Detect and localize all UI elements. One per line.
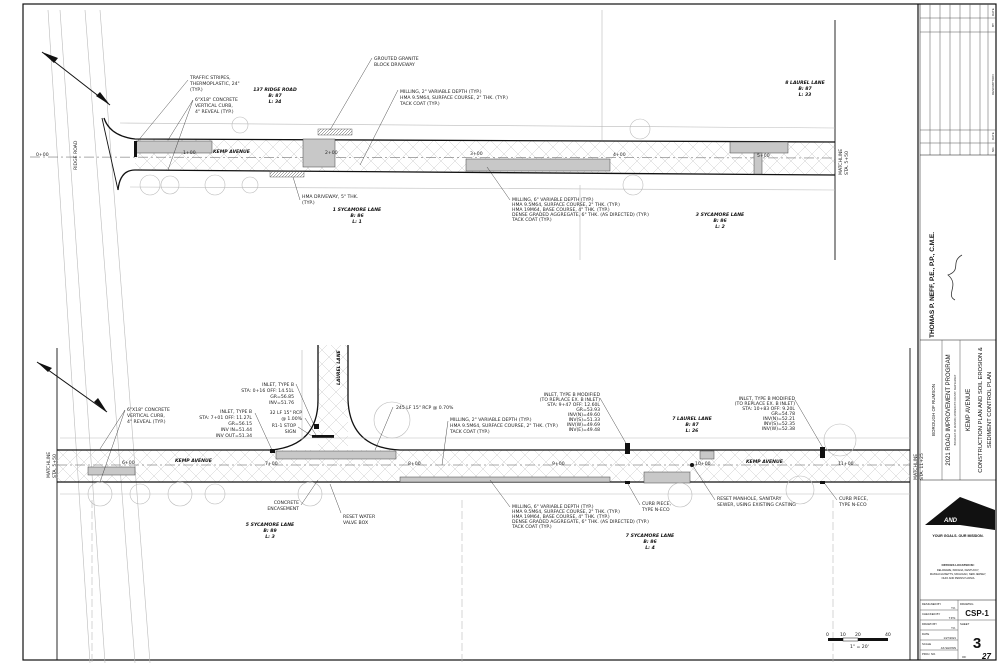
station-label: 6+00 xyxy=(122,460,135,466)
company-logo: AND YOUR GOALS. OUR MISSION. xyxy=(925,497,995,538)
station-label: 9+00 xyxy=(552,461,565,467)
drawing-text: OF xyxy=(962,655,966,659)
drawing-text: 1" = 20' xyxy=(850,644,869,650)
note-rcp-245lf: 245 LF 15" RCP @ 0.70% xyxy=(396,405,454,411)
drawing-text: BY xyxy=(991,23,995,27)
drawing-text: 0 xyxy=(826,632,829,638)
drawing-text: T.K. xyxy=(951,606,956,610)
side-street-label: LAUREL LANE xyxy=(336,349,342,385)
drawing-text: DRAWN BY xyxy=(922,622,937,626)
street-name: KEMP AVENUE xyxy=(966,389,972,431)
drawing-text: DELAWARE, INDIANA, KENTUCKY,MASSACHUSETT… xyxy=(930,568,986,580)
note-milling-6in: MILLING, 6" VARIABLE DEPTH (TYP.)HMA 9.5… xyxy=(511,197,649,223)
drawing-text: AS SHOWN xyxy=(941,646,956,650)
total-sheets: 27 xyxy=(981,652,991,661)
cross-street-label: RIDGE ROAD xyxy=(73,140,79,170)
sheet-border xyxy=(22,3,997,661)
matchline-label: MATCHLINESTA. 5+50 xyxy=(838,149,850,175)
note-traffic-stripes: TRAFFIC STRIPES,THERMOPLASTIC, 24"(TYP.) xyxy=(189,75,240,93)
drawing-text: CHECKED BY xyxy=(922,612,940,616)
drawing-text: PROJ. NO. xyxy=(922,652,936,656)
drawing-text: 10 xyxy=(840,632,846,638)
drawing-text: DATE xyxy=(991,8,995,16)
company-tagline: YOUR GOALS. OUR MISSION. xyxy=(932,534,983,538)
sheet-number: 3 xyxy=(973,635,981,652)
station-label: 0+00 xyxy=(36,152,49,158)
drawing-text: SHEET xyxy=(960,622,970,626)
drawing-text: BOROUGH OF RUMSON xyxy=(931,384,936,436)
note-milling-2in: MILLING, 2" VARIABLE DEPTH (TYP.)HMA 9.5… xyxy=(449,417,558,435)
road-label: KEMP AVENUE xyxy=(746,459,784,465)
drawing-text: 20 xyxy=(855,632,861,638)
station-label: 8+00 xyxy=(408,461,421,467)
drawing-text: DATE xyxy=(991,132,995,140)
drawing-text: OFFICES LOCATED IN: xyxy=(942,563,975,567)
note-hma-driveway: HMA DRIVEWAY, 5" THK.(TYP.) xyxy=(302,194,358,206)
note-rcp-32lf: 32 LF 15" RCP@ 1.00% xyxy=(270,410,303,422)
drawing-text: DESIGNED BY xyxy=(922,602,941,606)
station-label: 3+00 xyxy=(470,151,483,157)
plan-bottom: 6+00 7+00 8+00 9+00 10+00 11+00 KEMP AVE… xyxy=(36,345,925,663)
matchline-right: MATCHLINESTA. 11+25 xyxy=(913,453,925,480)
plan-top: 0+00 1+00 2+00 3+00 4+00 5+00 KEMP AVENU… xyxy=(29,9,850,663)
drawing-text: SCALE xyxy=(922,642,931,646)
drawing-text: DATE xyxy=(922,632,929,636)
engineer-name: THOMAS P. NEFF, P.E., P.P., C.M.E. xyxy=(929,232,936,338)
station-label: 7+00 xyxy=(265,461,278,467)
scale-bar: 0 10 20 40 1" = 20' xyxy=(826,632,891,650)
station-label: 1+00 xyxy=(183,150,196,156)
drawing-text: 1/27/2021 xyxy=(944,636,957,640)
road-label: KEMP AVENUE xyxy=(175,458,213,464)
station-label: 2+00 xyxy=(325,150,338,156)
sheet-info-fields: DESIGNED BY T.K. CHECKED BY T.P.N. DRAWN B… xyxy=(922,602,956,656)
drawing-text: SEDIMENT CONTROL PLAN xyxy=(987,372,993,448)
engineer-signature xyxy=(947,254,963,301)
note-inlet-9-47: INLET, TYPE B MODIFIED(TO REPLACE EX. B … xyxy=(540,392,601,433)
drawing-text: T.K. xyxy=(951,626,956,630)
drawing-text: NO. xyxy=(991,147,995,153)
drawing-text: DESCRIPTION xyxy=(991,74,995,95)
station-label: 11+00 xyxy=(838,461,854,467)
note-curb-piece: CURB PIECE,TYPE N-ECO xyxy=(838,496,869,508)
station-label: 5+00 xyxy=(757,153,770,159)
drawing-text: T.P.N. xyxy=(949,616,956,620)
note-inlet-10-83: INLET, TYPE B MODIFIED(TO REPLACE EX. B … xyxy=(735,396,796,432)
drawing-number: CSP-1 xyxy=(965,609,989,618)
drawing-text: 40 xyxy=(885,632,891,638)
drawing-text: DRAWING xyxy=(960,602,973,606)
sheet-title: CONSTRUCTION PLAN AND SOIL EROSION & xyxy=(978,347,984,473)
note-curb-piece: CURB PIECE,TYPE N-ECO xyxy=(641,501,672,513)
drawing-text: AND xyxy=(943,518,958,524)
note-milling-2in: MILLING, 2" VARIABLE DEPTH (TYP.)HMA 9.5… xyxy=(399,89,508,107)
station-label: 4+00 xyxy=(613,152,626,158)
drawing-text: BOROUGH OF RUMSON, MONMOUTH COUNTY, NEW … xyxy=(954,374,957,445)
station-label: 10+00 xyxy=(695,461,711,467)
matchline-left: MATCHLINESTA. 5+50 xyxy=(46,452,58,478)
drawing-text: 2021 ROAD IMPROVEMENT PROGRAM xyxy=(946,354,952,465)
title-block: DATE BY DESCRIPTION DATE NO. THOMAS P. N… xyxy=(920,4,996,661)
note-milling-6in: MILLING, 6" VARIABLE DEPTH (TYP.)HMA 9.5… xyxy=(511,504,649,530)
road-label: KEMP AVENUE xyxy=(213,149,251,155)
